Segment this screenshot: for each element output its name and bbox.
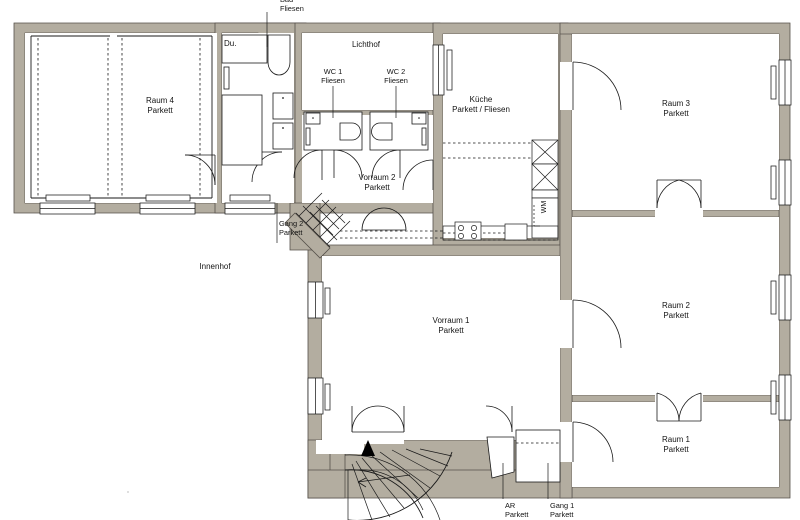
window-raum4-2 — [139, 194, 196, 215]
label-raum3-floor: Parkett — [663, 109, 689, 118]
raum4-dashed-guides — [37, 38, 201, 198]
wc2-toilet — [371, 122, 393, 141]
label-washing-machine: WM — [541, 201, 548, 214]
callout-gang2-floor: Parkett — [279, 228, 302, 237]
gang2-entry-steps — [295, 192, 351, 248]
window-vorraum1-1 — [307, 281, 331, 319]
label-vorraum1-name: Vorraum 1 — [433, 316, 470, 325]
door-raum2 — [572, 299, 622, 349]
door-vorraum2-bottom — [361, 207, 407, 231]
label-lichthof: Lichthof — [352, 40, 381, 49]
door-raum4 — [184, 154, 216, 186]
label-vorraum2-name: Vorraum 2 — [359, 173, 396, 182]
wc-fixtures — [303, 111, 429, 151]
label-raum4-floor: Parkett — [147, 106, 173, 115]
ar-gang1-rooms — [486, 429, 561, 483]
label-dusche: Du. — [224, 39, 236, 48]
wc1-rail — [305, 127, 311, 146]
door-gang1 — [485, 405, 513, 433]
window-raum2-1 — [770, 274, 792, 321]
label-raum2-name: Raum 2 — [662, 301, 691, 310]
window-symbols — [39, 44, 792, 421]
label-vorraum2-floor: Parkett — [364, 183, 390, 192]
entry-direction-marker — [361, 440, 375, 456]
ar-room — [486, 436, 515, 479]
door-raum3-partition — [656, 179, 702, 209]
label-raum3-name: Raum 3 — [662, 99, 691, 108]
washing-machine — [531, 197, 559, 239]
label-raum1-name: Raum 1 — [662, 435, 691, 444]
callout-bad-name: Bad — [280, 0, 293, 4]
bathroom-fixtures — [221, 34, 294, 166]
sink-1 — [272, 92, 294, 120]
counter — [442, 225, 559, 241]
bath-cabinet — [221, 94, 263, 166]
callout-ar-floor: Parkett — [505, 510, 528, 519]
window-raum4-3 — [224, 194, 276, 215]
window-raum4-1 — [39, 194, 96, 215]
callout-wc2-floor: Fliesen — [384, 76, 408, 85]
callout-gang2-name: Gang 2 — [279, 219, 303, 228]
label-kueche-floor: Parkett / Fliesen — [452, 105, 510, 114]
label-raum2-floor: Parkett — [663, 311, 689, 320]
bathtub — [267, 34, 291, 76]
sink-2 — [272, 122, 294, 150]
window-raum3-1 — [770, 59, 792, 106]
plan-annotations: Lichthof Innenhof Du. WM — [199, 39, 548, 271]
towel-rail — [223, 66, 230, 90]
spiral-staircase — [344, 448, 453, 520]
vorraum2-dashed — [340, 230, 443, 239]
kitchen-fittings — [442, 139, 559, 241]
label-raum1-floor: Parkett — [663, 445, 689, 454]
cabinet-3 — [531, 189, 559, 199]
label-raum4-name: Raum 4 — [146, 96, 175, 105]
gang1-room — [515, 429, 561, 483]
wc2-rail — [421, 127, 427, 146]
shower-tray — [221, 34, 268, 64]
window-kueche — [432, 44, 453, 96]
door-raum1-partition — [656, 392, 702, 422]
wc1-toilet — [339, 122, 361, 141]
label-innenhof: Innenhof — [199, 262, 231, 271]
window-raum1-1 — [770, 374, 792, 421]
artifact-speck — [127, 491, 129, 493]
callout-gang1-name: Gang 1 — [550, 501, 574, 510]
door-vorraum1-bottom — [351, 405, 405, 433]
window-vorraum1-2 — [307, 377, 331, 415]
door-kueche — [402, 159, 434, 191]
callout-wc1-floor: Fliesen — [321, 76, 345, 85]
callout-bad-floor: Fliesen — [280, 4, 304, 13]
callout-ar-name: AR — [505, 501, 515, 510]
callout-wc1-name: WC 1 — [324, 67, 342, 76]
callout-gang1-floor: Parkett — [550, 510, 573, 519]
callout-labels: Bad Fliesen WC 1 Fliesen WC 2 Fliesen Ga… — [266, 0, 574, 519]
door-raum3-a — [572, 61, 622, 111]
label-vorraum1-floor: Parkett — [438, 326, 464, 335]
label-kueche-name: Küche — [470, 95, 493, 104]
appliance — [504, 223, 528, 241]
window-raum3-2 — [770, 159, 792, 206]
room-labels: Raum 4 Parkett Raum 3 Parkett Raum 2 Par… — [146, 95, 691, 454]
door-raum1 — [572, 421, 614, 463]
callout-wc2-name: WC 2 — [387, 67, 405, 76]
